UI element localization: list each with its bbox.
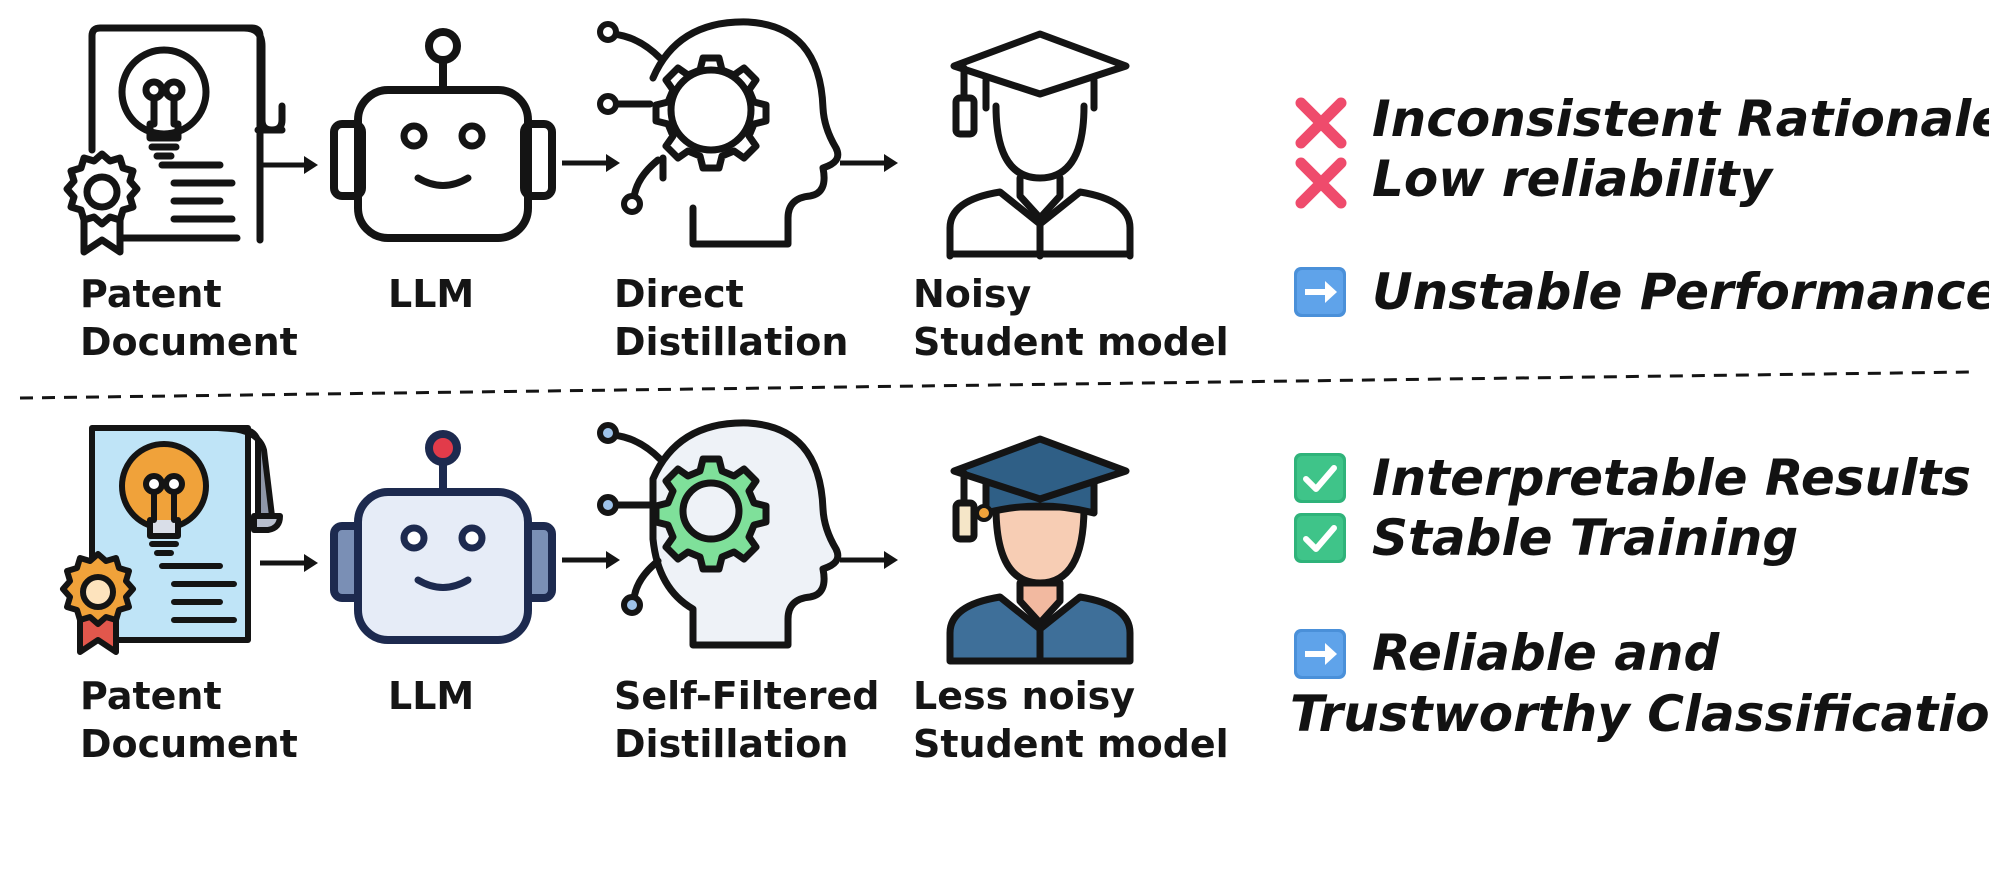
patent-document-icon — [63, 24, 286, 256]
point-unstable-performance: Unstable Performance — [1372, 263, 1989, 321]
point-interpretable-results: Interpretable Results — [1372, 449, 1971, 507]
graduate-student-color-icon — [946, 435, 1134, 665]
point-inconsistent-rationales: Inconsistent Rationales — [1372, 90, 1989, 148]
right-arrow-icon — [1294, 267, 1346, 317]
point-reliable-and: Reliable and — [1372, 624, 1720, 682]
head-gear-icon — [597, 18, 842, 248]
robot-color-icon — [330, 430, 556, 644]
flow-arrow — [562, 551, 620, 569]
section-divider — [19, 370, 1971, 400]
patent-document-color-icon — [60, 425, 283, 655]
point-low-reliability: Low reliability — [1372, 150, 1773, 208]
robot-icon — [330, 28, 556, 242]
point-trustworthy-classification: Trustworthy Classification — [1290, 685, 1989, 743]
right-arrow-icon — [1294, 629, 1346, 679]
graduate-student-icon — [946, 30, 1134, 260]
step-label-llm: LLM — [388, 674, 475, 718]
flow-arrow — [840, 154, 898, 172]
cross-mark-icon — [1295, 157, 1347, 209]
flow-arrow — [260, 156, 318, 174]
check-mark-icon — [1294, 513, 1346, 563]
head-gear-color-icon — [597, 419, 842, 649]
check-mark-icon — [1294, 453, 1346, 503]
point-stable-training: Stable Training — [1372, 509, 1799, 567]
step-label-llm: LLM — [388, 272, 475, 316]
cross-mark-icon — [1295, 97, 1347, 149]
flow-arrow — [260, 554, 318, 572]
flow-arrow — [840, 551, 898, 569]
flow-arrow — [562, 154, 620, 172]
